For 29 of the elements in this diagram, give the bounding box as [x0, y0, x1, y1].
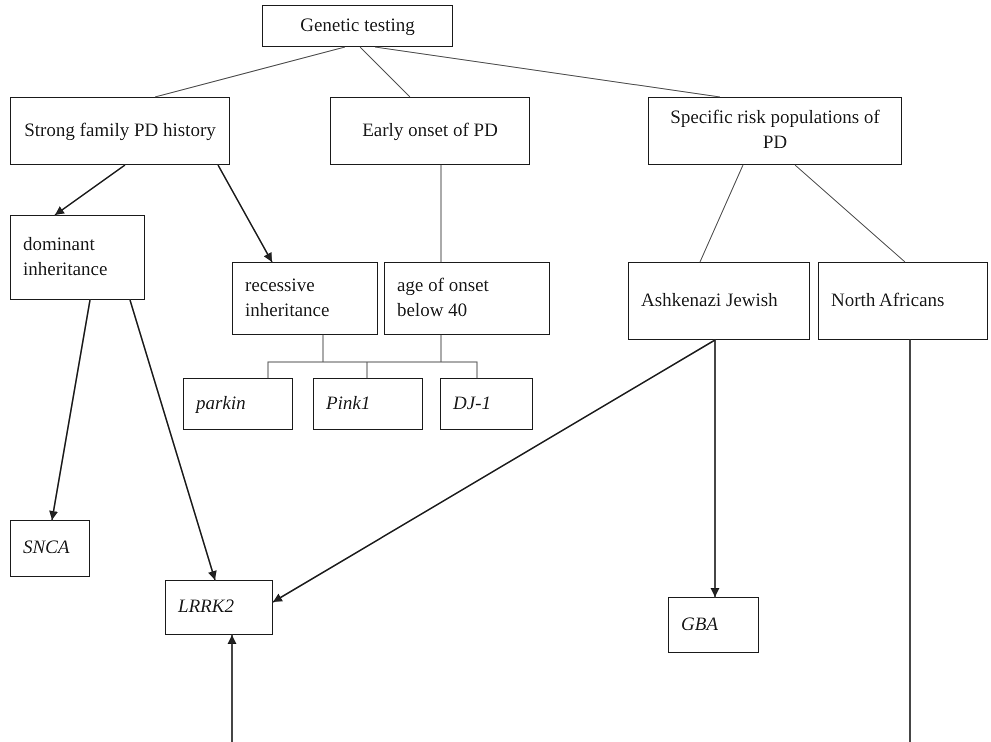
arrow: [217, 164, 273, 262]
text-box: LRRK2: [165, 580, 273, 635]
text-box: Pink1: [313, 378, 423, 430]
connector-line: [440, 164, 442, 262]
text-box: Strong family PD history: [10, 97, 230, 165]
text-box: Specific risk populations of PD: [648, 97, 902, 165]
arrow: [228, 340, 911, 742]
text-box: age of onset below 40: [384, 262, 550, 335]
arrow: [49, 300, 91, 520]
connector-line: [794, 164, 906, 262]
connector-line: [700, 164, 744, 262]
arrow: [272, 339, 716, 603]
text-box: Genetic testing: [262, 5, 453, 47]
text-box: recessive inheritance: [232, 262, 378, 335]
connector-line: [374, 46, 720, 98]
arrow: [54, 164, 126, 216]
text-box: Ashkenazi Jewish: [628, 262, 810, 340]
text-box: Early onset of PD: [330, 97, 530, 165]
text-box: North Africans: [818, 262, 988, 340]
text-box: SNCA: [10, 520, 90, 577]
text-box: DJ-1: [440, 378, 533, 430]
connector-line: [440, 334, 478, 378]
connector-line: [360, 46, 410, 98]
arrow: [710, 340, 720, 597]
text-box: parkin: [183, 378, 293, 430]
text-box: dominant inheritance: [10, 215, 145, 300]
arrow: [129, 300, 217, 580]
text-box: GBA: [668, 597, 759, 653]
connector-line: [154, 46, 346, 98]
